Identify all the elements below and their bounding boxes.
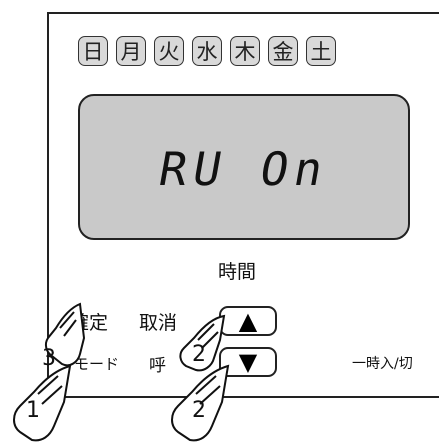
time-up-button[interactable]: ▲ xyxy=(219,306,277,336)
weekday-friday[interactable]: 金 xyxy=(268,36,298,66)
lcd-display: RU On xyxy=(78,94,410,240)
hand-pointer-icon xyxy=(44,302,86,367)
time-label: 時間 xyxy=(218,261,257,283)
panel-bottom-edge xyxy=(47,396,439,398)
mode-button[interactable]: モード xyxy=(74,355,120,373)
step-3-label: 3 xyxy=(42,346,56,371)
temporary-on-off-button[interactable]: 一時入/切 xyxy=(352,356,413,372)
step-1-label: 1 xyxy=(26,398,40,423)
weekday-thursday[interactable]: 木 xyxy=(230,36,260,66)
call-button[interactable]: 呼 xyxy=(149,356,166,376)
hand-pointer-icon xyxy=(13,364,72,442)
weekday-saturday[interactable]: 土 xyxy=(306,36,336,66)
lcd-display-text: RU On xyxy=(154,142,333,196)
time-down-button[interactable]: ▼ xyxy=(219,347,277,377)
weekday-row: 日 月 火 水 木 金 土 xyxy=(78,36,336,66)
weekday-monday[interactable]: 月 xyxy=(116,36,146,66)
step-2-up-label: 2 xyxy=(192,342,206,367)
step-2-down-label: 2 xyxy=(192,398,206,423)
hand-pointer-icon xyxy=(171,364,230,442)
weekday-tuesday[interactable]: 火 xyxy=(154,36,184,66)
weekday-wednesday[interactable]: 水 xyxy=(192,36,222,66)
down-arrow-icon: ▼ xyxy=(238,348,258,376)
up-arrow-icon: ▲ xyxy=(238,307,258,335)
hand-pointer-icon xyxy=(179,314,226,372)
weekday-sunday[interactable]: 日 xyxy=(78,36,108,66)
cancel-button[interactable]: 取消 xyxy=(139,312,178,334)
